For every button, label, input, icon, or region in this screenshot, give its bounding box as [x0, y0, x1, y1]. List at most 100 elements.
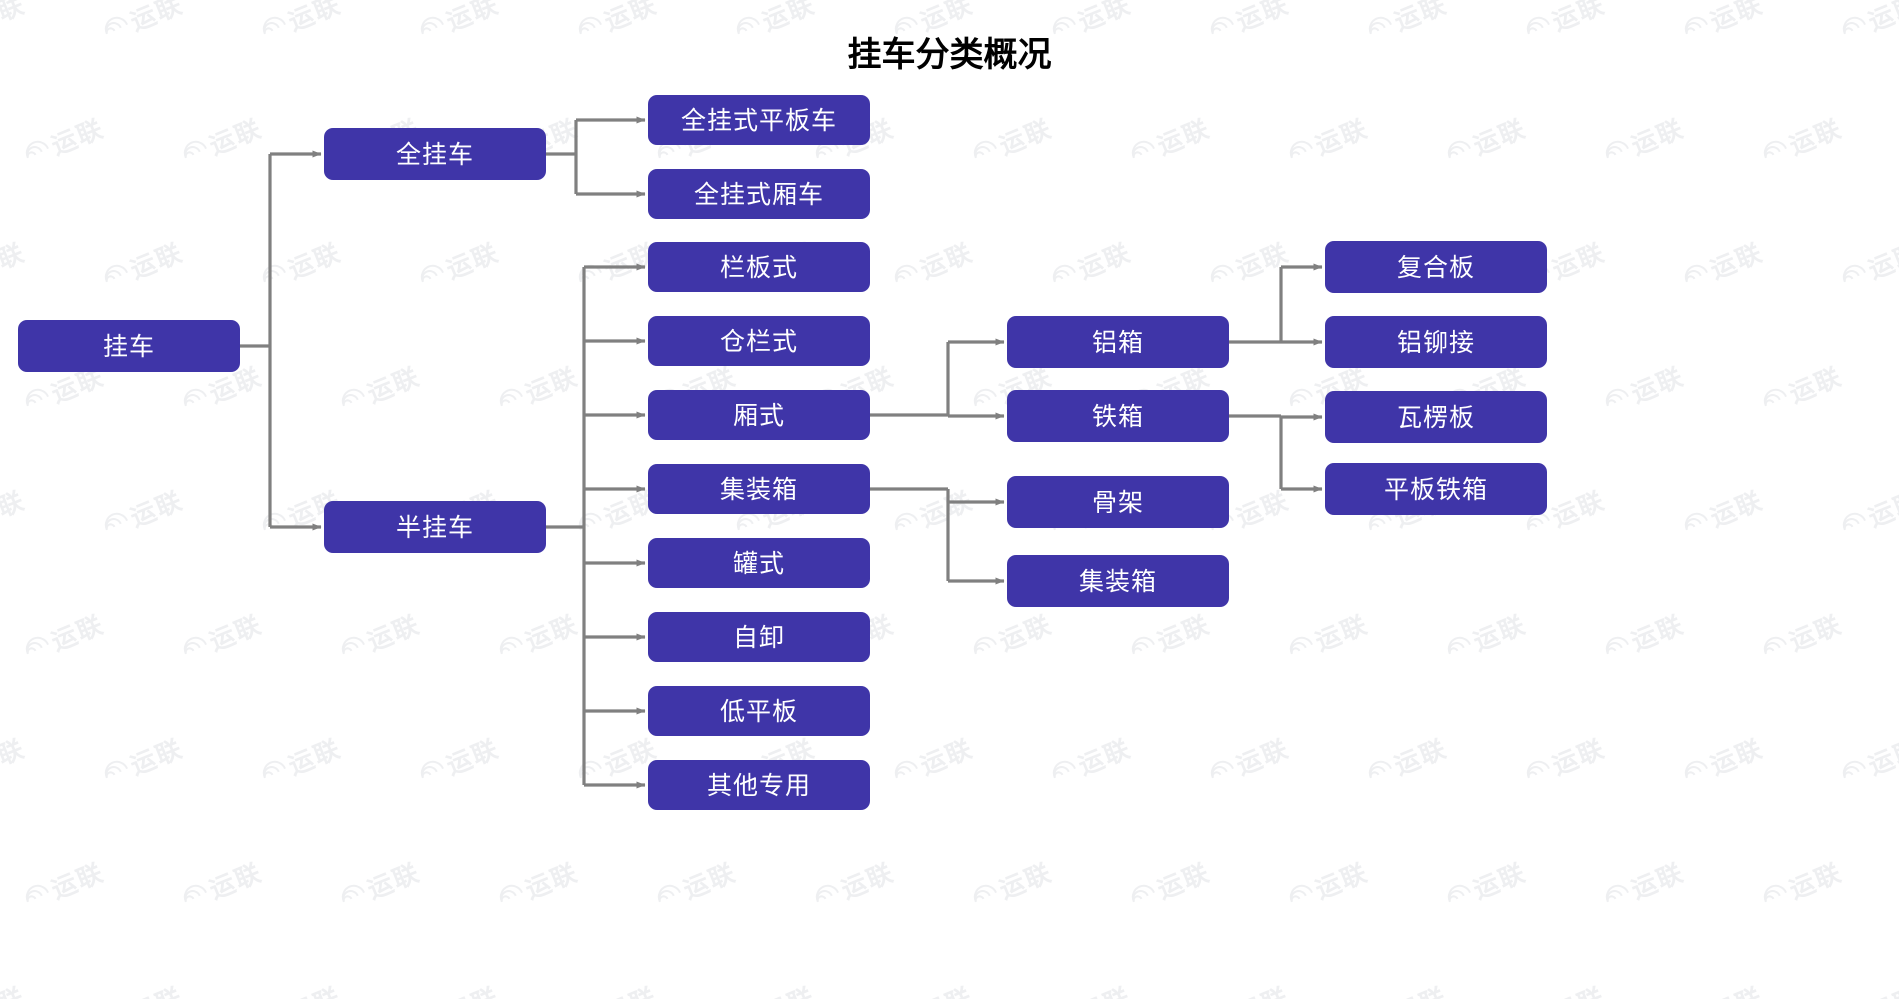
signal-wave-icon [256, 257, 291, 295]
signal-wave-icon [1283, 381, 1318, 419]
signal-wave-icon [651, 877, 686, 915]
node-n19[interactable]: 瓦楞板 [1325, 391, 1547, 443]
watermark-tile: 运联 [880, 688, 1045, 809]
node-n5[interactable]: 栏板式 [648, 242, 870, 292]
watermark-text: 运联 [205, 609, 267, 657]
node-n0[interactable]: 挂车 [18, 320, 240, 372]
watermark-text: 运联 [679, 857, 741, 905]
node-label: 全挂式平板车 [680, 105, 837, 135]
watermark-tile: 运联 [1354, 688, 1519, 809]
watermark-text: 运联 [283, 977, 347, 999]
node-n12[interactable]: 其他专用 [648, 760, 870, 810]
node-n14[interactable]: 铁箱 [1007, 390, 1229, 442]
watermark-tile: 运联 [643, 812, 808, 933]
node-n3[interactable]: 全挂式平板车 [648, 95, 870, 145]
watermark-text: 运联 [1706, 237, 1768, 285]
signal-wave-icon [19, 629, 54, 667]
watermark-text: 运联 [1311, 857, 1373, 905]
signal-wave-icon [493, 381, 528, 419]
signal-wave-icon [967, 877, 1002, 915]
watermark-tile: 运联 [406, 936, 571, 999]
watermark-tile: 运联 [169, 564, 334, 685]
watermark-tile: 运联 [959, 68, 1124, 189]
signal-wave-icon [1678, 505, 1713, 543]
signal-wave-icon [1599, 133, 1634, 171]
signal-wave-icon [1836, 753, 1871, 791]
watermark-text: 运联 [0, 485, 30, 533]
signal-wave-icon [19, 381, 54, 419]
node-n10[interactable]: 自卸 [648, 612, 870, 662]
signal-wave-icon [1046, 753, 1081, 791]
watermark-tile: 运联 [11, 68, 176, 189]
node-n1[interactable]: 全挂车 [324, 128, 546, 180]
watermark-text: 运联 [1785, 361, 1847, 409]
watermark-text: 运联 [1469, 609, 1531, 657]
watermark-tile: 运联 [1749, 68, 1899, 189]
watermark-tile: 运联 [248, 192, 413, 313]
watermark-text: 运联 [1548, 733, 1610, 781]
signal-wave-icon [1283, 877, 1318, 915]
watermark-tile: 运联 [1749, 316, 1899, 437]
node-n6[interactable]: 仓栏式 [648, 316, 870, 366]
watermark-tile: 运联 [722, 936, 887, 999]
node-n18[interactable]: 铝铆接 [1325, 316, 1547, 368]
signal-wave-icon [1441, 133, 1476, 171]
signal-wave-icon [1125, 133, 1160, 171]
signal-wave-icon [1599, 629, 1634, 667]
node-n16[interactable]: 集装箱 [1007, 555, 1229, 607]
watermark-text: 运联 [1469, 113, 1531, 161]
node-n17[interactable]: 复合板 [1325, 241, 1547, 293]
signal-wave-icon [414, 753, 449, 791]
watermark-text: 运联 [1073, 977, 1137, 999]
node-n8[interactable]: 集装箱 [648, 464, 870, 514]
signal-wave-icon [177, 133, 212, 171]
node-n4[interactable]: 全挂式厢车 [648, 169, 870, 219]
watermark-tile: 运联 [1275, 564, 1440, 685]
node-label: 全挂车 [395, 139, 474, 169]
watermark-tile: 运联 [1196, 936, 1361, 999]
watermark-tile: 运联 [880, 192, 1045, 313]
watermark-text: 运联 [0, 733, 30, 781]
watermark-text: 运联 [1547, 977, 1611, 999]
signal-wave-icon [1283, 629, 1318, 667]
signal-wave-icon [1757, 877, 1792, 915]
node-n20[interactable]: 平板铁箱 [1325, 463, 1547, 515]
node-label: 集装箱 [719, 474, 798, 504]
watermark-text: 运联 [1864, 485, 1899, 533]
signal-wave-icon [1204, 257, 1239, 295]
watermark-text: 运联 [995, 609, 1057, 657]
watermark-tile: 运联 [0, 688, 98, 809]
watermark-text: 运联 [521, 361, 583, 409]
signal-wave-icon [967, 133, 1002, 171]
watermark-text: 运联 [1706, 733, 1768, 781]
watermark-tile: 运联 [564, 936, 729, 999]
watermark-tile: 运联 [0, 440, 98, 561]
node-n7[interactable]: 厢式 [648, 390, 870, 440]
watermark-tile: 运联 [90, 192, 255, 313]
watermark-tile: 运联 [327, 316, 492, 437]
watermark-text: 运联 [126, 237, 188, 285]
node-n9[interactable]: 罐式 [648, 538, 870, 588]
watermark-text: 运联 [0, 237, 30, 285]
signal-wave-icon [1836, 505, 1871, 543]
watermark-tile: 运联 [90, 688, 255, 809]
watermark-text: 运联 [284, 237, 346, 285]
node-n2[interactable]: 半挂车 [324, 501, 546, 553]
watermark-text: 运联 [363, 857, 425, 905]
signal-wave-icon [1046, 257, 1081, 295]
node-n13[interactable]: 铝箱 [1007, 316, 1229, 368]
signal-wave-icon [19, 877, 54, 915]
signal-wave-icon [19, 133, 54, 171]
watermark-text: 运联 [1232, 237, 1294, 285]
node-label: 骨架 [1091, 487, 1144, 517]
watermark-text: 运联 [521, 857, 583, 905]
node-n11[interactable]: 低平板 [648, 686, 870, 736]
watermark-text: 运联 [1705, 977, 1769, 999]
watermark-tile: 运联 [327, 564, 492, 685]
watermark-text: 运联 [1153, 857, 1215, 905]
watermark-text: 运联 [995, 113, 1057, 161]
node-n15[interactable]: 骨架 [1007, 476, 1229, 528]
signal-wave-icon [177, 877, 212, 915]
node-label: 自卸 [732, 622, 785, 652]
